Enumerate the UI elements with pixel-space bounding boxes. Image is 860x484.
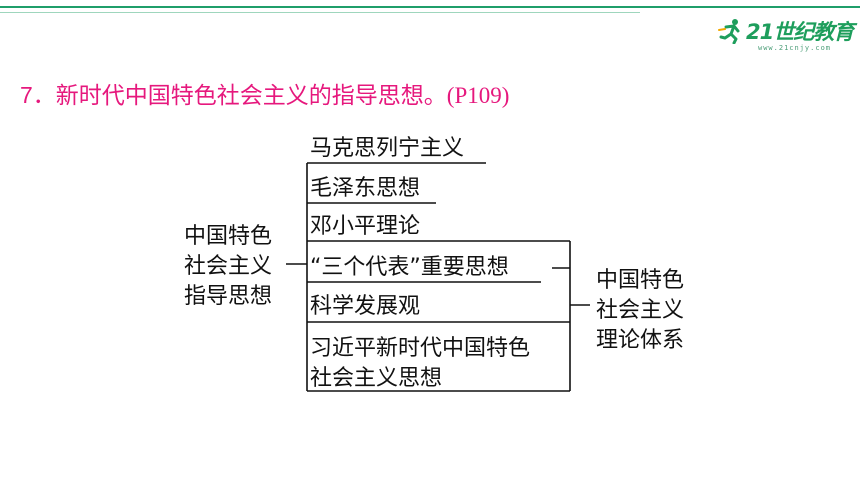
heading-number: 7． [20,82,56,108]
runner-logo-icon [718,19,740,44]
left-group-line-3: 指导思想 [184,284,273,309]
heading-text: 新时代中国特色社会主义的指导思想。 [55,83,447,109]
item-deng-theory: 邓小平理论 [310,214,421,239]
left-group-line-1: 中国特色 [184,224,273,249]
right-group-line-1: 中国特色 [596,268,685,293]
right-group-label: 中国特色 社会主义 理论体系 [596,266,684,356]
heading-page-ref: (P109) [446,83,510,108]
item-xi-thought-line-2: 社会主义思想 [310,366,443,391]
right-group-line-2: 社会主义 [596,298,685,323]
item-three-represents: “三个代表”重要思想 [310,255,509,280]
right-group-line-3: 理论体系 [596,328,685,353]
item-marxism-leninism: 马克思列宁主义 [310,136,465,161]
item-xi-thought-line-1: 习近平新时代中国特色 [310,336,531,361]
top-decor-line [0,6,860,8]
logo-url-text: www.21cnjy.com [758,44,832,52]
left-group-label: 中国特色 社会主义 指导思想 [184,222,272,312]
left-group-line-2: 社会主义 [184,254,273,279]
item-scientific-outlook: 科学发展观 [310,294,421,319]
section-heading: 7．新时代中国特色社会主义的指导思想。(P109) [20,76,509,110]
top-decor-stripe [0,12,640,13]
logo-brand-text: 21世纪教育 [746,20,854,44]
item-mao-thought: 毛泽东思想 [310,176,421,201]
site-logo[interactable]: 21世纪教育 www.21cnjy.com [718,16,854,60]
